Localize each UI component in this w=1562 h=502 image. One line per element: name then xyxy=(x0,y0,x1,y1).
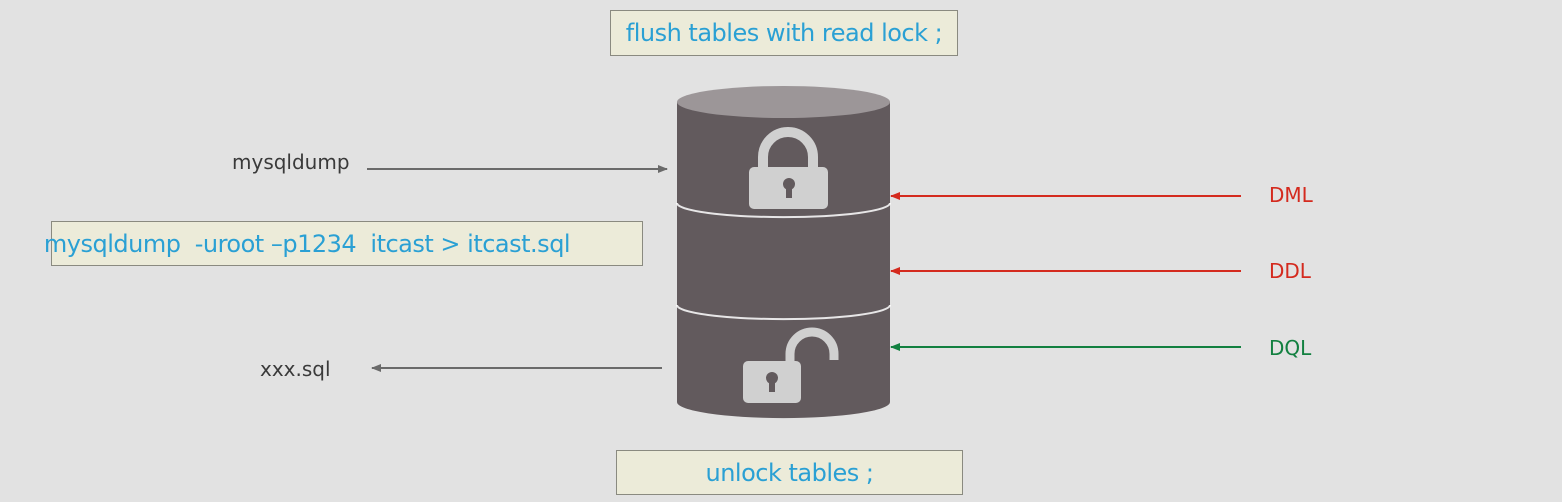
output-file-label: xxx.sql xyxy=(260,357,331,381)
flush-lock-command: flush tables with read lock ; xyxy=(610,10,958,56)
mysqldump-command: mysqldump -uroot –p1234 itcast > itcast.… xyxy=(44,221,643,266)
unlock-tables-command: unlock tables ; xyxy=(616,450,963,495)
lock-closed-icon xyxy=(749,127,828,209)
mysqldump-label: mysqldump xyxy=(232,150,350,174)
dml-label: DML xyxy=(1269,183,1313,207)
dql-label: DQL xyxy=(1269,336,1312,360)
lock-open-icon xyxy=(743,327,839,403)
ddl-label: DDL xyxy=(1269,259,1311,283)
database-cylinder-icon xyxy=(676,86,891,419)
